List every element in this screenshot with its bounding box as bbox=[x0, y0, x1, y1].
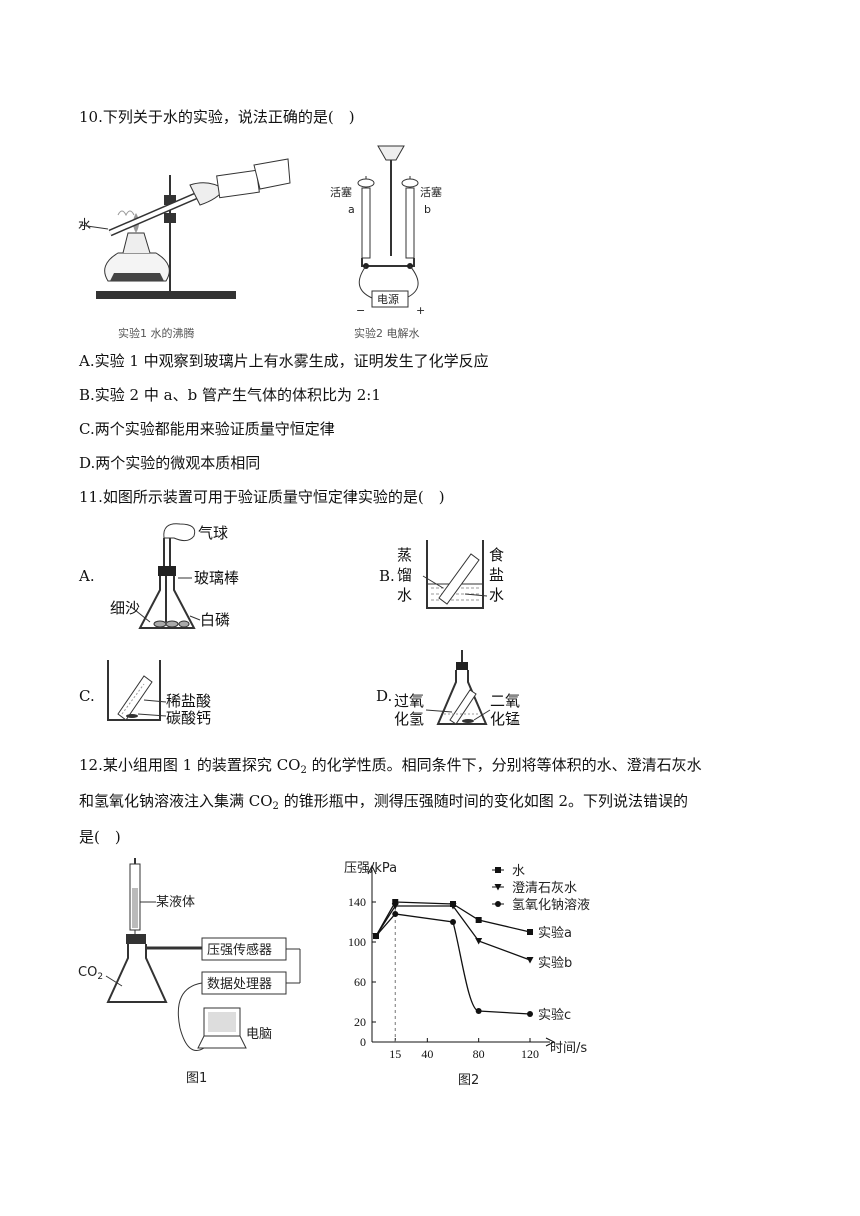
liquid-label: 某液体 bbox=[156, 895, 195, 910]
q10-option-a: A.实验 1 中观察到玻璃片上有水雾生成，证明发生了化学反应 bbox=[79, 352, 489, 370]
plus-label: + bbox=[416, 304, 425, 317]
q12-fig1-caption: 图1 bbox=[186, 1071, 207, 1086]
sensor-label: 压强传感器 bbox=[207, 942, 272, 958]
power-label: 电源 bbox=[377, 292, 399, 306]
phosphorus-label: 白磷 bbox=[200, 611, 230, 629]
q11-option-c-letter: C. bbox=[79, 687, 95, 705]
series-end-label: 实验b bbox=[538, 955, 572, 971]
rod-label: 玻璃棒 bbox=[194, 569, 239, 587]
minus-label: − bbox=[356, 304, 365, 317]
b-left-3: 水 bbox=[397, 586, 412, 604]
b-right-1: 食 bbox=[489, 546, 504, 564]
y-tick-label: 0 bbox=[360, 1035, 366, 1049]
legend-marker-triangle bbox=[494, 884, 502, 891]
co2-label: CO2 bbox=[78, 965, 103, 982]
q11-option-b-letter: B. bbox=[379, 567, 395, 585]
q11-option-a-letter: A. bbox=[79, 567, 95, 585]
sand-label: 细沙 bbox=[110, 599, 140, 617]
carbonate-label: 碳酸钙 bbox=[166, 709, 211, 726]
data-point-circle bbox=[450, 919, 456, 925]
q12-figure-2-chart: 压强/kPa 时间/s 图2 0 20 60 100 140 15 40 80 120 实验a 水实… bbox=[344, 861, 590, 1088]
balloon-label: 气球 bbox=[198, 524, 228, 542]
data-point-square bbox=[475, 917, 482, 923]
valve-left-label: 活塞 bbox=[330, 185, 352, 199]
d-left-1: 过氧 bbox=[394, 692, 424, 710]
x-tick-label: 15 bbox=[389, 1047, 401, 1061]
data-point-triangle bbox=[475, 938, 483, 945]
tube-a-label: a bbox=[348, 203, 355, 216]
q10-figure-boiling: 水 实验1 水的沸腾 bbox=[78, 158, 291, 340]
data-point-circle bbox=[475, 1008, 482, 1014]
legend-marker-circle bbox=[495, 901, 501, 907]
x-tick-label: 40 bbox=[421, 1047, 433, 1061]
legend-marker-square bbox=[495, 867, 501, 873]
q11-option-c-figure: 稀盐酸 碳酸钙 bbox=[107, 660, 211, 726]
data-point-triangle bbox=[391, 903, 399, 910]
x-tick-label: 120 bbox=[521, 1047, 539, 1061]
series-end-label: 实验c bbox=[538, 1007, 571, 1023]
data-point-triangle bbox=[449, 903, 457, 910]
data-point-triangle bbox=[526, 957, 534, 964]
b-left-2: 馏 bbox=[397, 566, 412, 584]
series-line-circle bbox=[375, 913, 531, 1015]
tube-b-label: b bbox=[424, 203, 431, 216]
fig2-caption: 实验2 电解水 bbox=[354, 326, 420, 340]
q11-stem: 11.如图所示装置可用于验证质量守恒定律实验的是( ) bbox=[79, 488, 445, 506]
d-right-2: 化锰 bbox=[490, 710, 520, 728]
data-point-square bbox=[527, 929, 533, 935]
q12-figure-1-apparatus: 某液体 压强传感器 数据处理器 电脑 CO2 图1 bbox=[78, 858, 301, 1086]
q10-option-b: B.实验 2 中 a、b 管产生气体的体积比为 2:1 bbox=[79, 386, 381, 404]
y-axis-label: 压强/kPa bbox=[344, 861, 397, 876]
q11-option-a-figure: 气球 玻璃棒 细沙 白磷 bbox=[110, 523, 239, 629]
x-axis-label: 时间/s bbox=[550, 1041, 587, 1056]
y-tick-label: 60 bbox=[354, 975, 366, 989]
d-left-2: 化氢 bbox=[394, 710, 424, 728]
b-left-1: 蒸 bbox=[397, 546, 412, 564]
q11-option-b-figure: 蒸 馏 水 食 盐 水 bbox=[397, 540, 504, 609]
q10-option-c: C.两个实验都能用来验证质量守恒定律 bbox=[79, 420, 335, 438]
q10-option-d: D.两个实验的微观本质相同 bbox=[79, 454, 261, 472]
data-point-square bbox=[392, 899, 399, 905]
y-tick-label: 20 bbox=[354, 1015, 366, 1029]
b-right-2: 盐 bbox=[489, 566, 504, 584]
d-right-1: 二氧 bbox=[490, 692, 520, 710]
data-point-circle bbox=[373, 933, 379, 939]
q11-option-d-letter: D. bbox=[376, 687, 393, 705]
water-label: 水 bbox=[78, 218, 91, 233]
q10-stem: 10.下列关于水的实验，说法正确的是( ) bbox=[79, 108, 355, 126]
legend-entry: 水 bbox=[512, 864, 525, 879]
q11-option-d-figure: 过氧 化氢 二氧 化锰 bbox=[394, 650, 520, 728]
q12-fig2-caption: 图2 bbox=[458, 1073, 479, 1088]
series-end-label: 实验a bbox=[538, 925, 572, 941]
processor-label: 数据处理器 bbox=[207, 977, 272, 992]
legend-entry: 氢氧化钠溶液 bbox=[512, 898, 590, 913]
legend-entry: 澄清石灰水 bbox=[512, 881, 577, 896]
x-tick-label: 80 bbox=[473, 1047, 485, 1061]
data-point-circle bbox=[392, 911, 399, 917]
data-point-circle bbox=[527, 1011, 533, 1017]
q10-figure-electrolysis: 活塞 活塞 a b 电源 − + 实验2 电解水 bbox=[330, 145, 442, 340]
q12-stem-line1: 12.某小组用图 1 的装置探究 CO2 的化学性质。相同条件下，分别将等体积的… bbox=[79, 756, 702, 776]
valve-right-label: 活塞 bbox=[420, 185, 442, 199]
q12-stem-line2: 和氢氧化钠溶液注入集满 CO2 的锥形瓶中，测得压强随时间的变化如图 2。下列说… bbox=[79, 792, 689, 812]
q12-stem-line3: 是( ) bbox=[79, 828, 121, 846]
y-tick-label: 140 bbox=[348, 895, 366, 909]
acid-label: 稀盐酸 bbox=[166, 692, 211, 710]
computer-label: 电脑 bbox=[246, 1027, 272, 1042]
b-right-3: 水 bbox=[489, 586, 504, 604]
fig1-caption: 实验1 水的沸腾 bbox=[118, 326, 195, 340]
y-tick-label: 100 bbox=[348, 935, 366, 949]
